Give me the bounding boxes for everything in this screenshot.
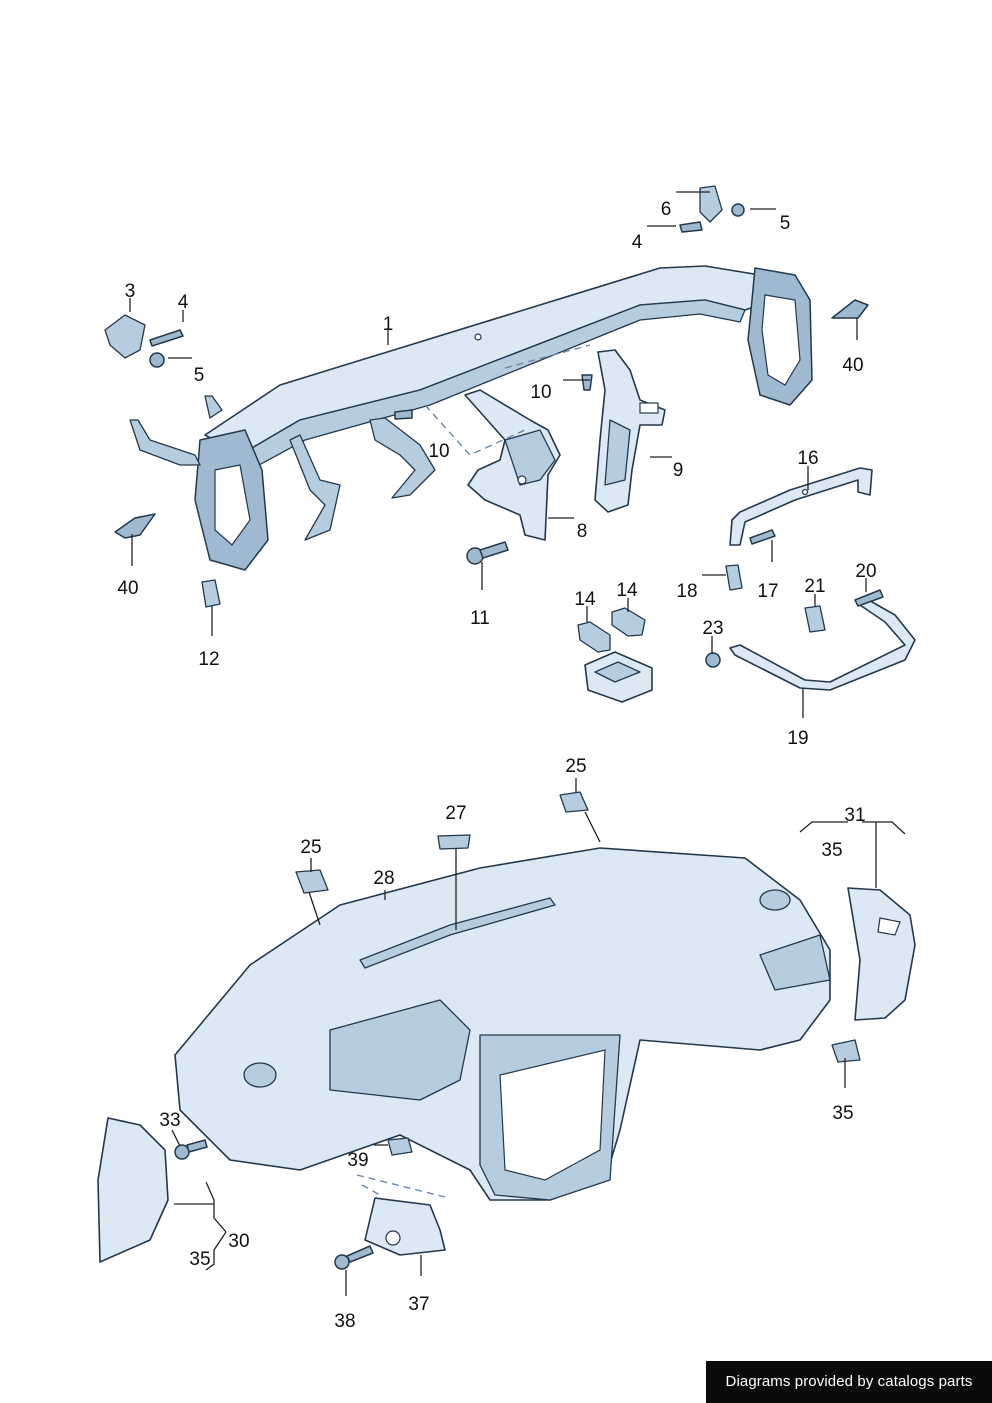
callout-25-left: 25 bbox=[300, 837, 321, 858]
callout-10-upper: 10 bbox=[530, 382, 551, 403]
strap-19 bbox=[729, 597, 916, 691]
callout-17: 17 bbox=[757, 581, 778, 602]
callout-4-left: 4 bbox=[178, 292, 189, 313]
trim-panel-37 bbox=[364, 1197, 446, 1256]
callout-27: 27 bbox=[445, 803, 466, 824]
callout-33: 33 bbox=[159, 1110, 180, 1131]
callout-5-left: 5 bbox=[194, 365, 205, 386]
bracket-16 bbox=[729, 467, 873, 546]
leader-lines bbox=[129, 191, 906, 1296]
callout-35-left: 35 bbox=[189, 1249, 210, 1270]
callout-28: 28 bbox=[373, 868, 394, 889]
callout-35-right: 35 bbox=[832, 1103, 853, 1124]
side-cover-31 bbox=[847, 887, 916, 1021]
callout-12: 12 bbox=[198, 649, 219, 670]
callout-labels: 1 3 4 5 6 4 5 40 10 10 9 8 11 40 12 16 1… bbox=[117, 199, 876, 1332]
callout-20: 20 bbox=[855, 561, 876, 582]
callout-11: 11 bbox=[470, 608, 490, 629]
callout-6: 6 bbox=[661, 199, 672, 220]
callout-18: 18 bbox=[676, 581, 697, 602]
callout-1: 1 bbox=[383, 314, 394, 335]
callout-38: 38 bbox=[334, 1311, 355, 1332]
callout-25-top: 25 bbox=[565, 756, 586, 777]
callout-3: 3 bbox=[125, 281, 136, 302]
callout-40-right: 40 bbox=[842, 355, 863, 376]
callout-8: 8 bbox=[577, 521, 588, 542]
callout-35-upper: 35 bbox=[821, 840, 842, 861]
callout-9: 9 bbox=[673, 460, 684, 481]
callout-40-left: 40 bbox=[117, 578, 138, 599]
callout-21: 21 bbox=[804, 576, 825, 597]
callout-14-left: 14 bbox=[574, 589, 596, 610]
callout-31: 31 bbox=[844, 805, 865, 826]
hardware-items bbox=[104, 185, 884, 668]
callout-19: 19 bbox=[787, 728, 808, 749]
control-unit bbox=[577, 607, 653, 703]
side-cover-30 bbox=[97, 1117, 169, 1263]
callout-23: 23 bbox=[702, 618, 723, 639]
lower-hardware bbox=[174, 791, 861, 1270]
callout-16: 16 bbox=[797, 448, 818, 469]
callout-10-lower: 10 bbox=[428, 441, 449, 462]
center-bracket-8 bbox=[464, 389, 561, 541]
callout-4-right: 4 bbox=[632, 232, 643, 253]
callout-39: 39 bbox=[347, 1150, 368, 1171]
callout-30: 30 bbox=[228, 1231, 249, 1252]
footer-credit-text: Diagrams provided by catalogs parts bbox=[725, 1373, 973, 1390]
footer-credit-badge: Diagrams provided by catalogs parts bbox=[706, 1361, 992, 1403]
support-bracket-9 bbox=[594, 349, 666, 513]
callout-14-right: 14 bbox=[616, 580, 638, 601]
callout-5-right: 5 bbox=[780, 213, 791, 234]
dashboard-panel bbox=[174, 847, 831, 1201]
cross-member-beam bbox=[129, 265, 813, 571]
callout-37: 37 bbox=[408, 1294, 429, 1315]
